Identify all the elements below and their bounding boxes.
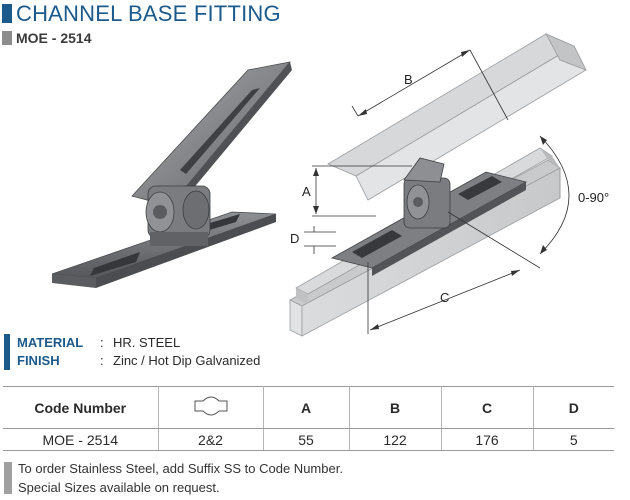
material-colon: :	[100, 335, 104, 350]
material-value: HR. STEEL	[113, 335, 181, 350]
header-c: C	[441, 386, 534, 429]
material-label: MATERIAL	[17, 335, 84, 350]
cell-c: 176	[441, 428, 534, 451]
page-title: CHANNEL BASE FITTING	[16, 1, 281, 26]
note-special-sizes: Special Sizes available on request.	[18, 480, 220, 495]
header-slot-icon	[158, 386, 264, 429]
header-a: A	[263, 386, 350, 429]
table-row: MOE - 2514 2&2 55 122 176 5	[3, 428, 614, 451]
finish-accent-bar	[4, 352, 10, 370]
dim-b-label: B	[404, 72, 413, 87]
dim-d-label: D	[290, 231, 299, 246]
header-code-number: Code Number	[3, 386, 159, 429]
dim-a-label: A	[302, 184, 311, 199]
header-b: B	[349, 386, 442, 429]
fitting-render	[51, 61, 292, 288]
product-code: MOE - 2514	[16, 30, 92, 46]
cell-b: 122	[349, 428, 442, 451]
header-d: D	[533, 386, 614, 429]
title-accent-bar	[2, 4, 12, 23]
material-accent-bar	[4, 334, 10, 352]
cell-d: 5	[533, 428, 614, 451]
cell-slot: 2&2	[158, 428, 264, 451]
angle-label: 0-90°	[578, 190, 609, 205]
finish-value: Zinc / Hot Dip Galvanized	[113, 353, 261, 368]
dimension-table: Code Number A B C D MOE - 2514 2&2 55 12…	[3, 386, 614, 451]
note-stainless: To order Stainless Steel, add Suffix SS …	[18, 461, 343, 476]
product-illustration: B A D C 0-90°	[51, 33, 609, 337]
finish-colon: :	[100, 353, 104, 368]
installation-diagram: B A D C 0-90°	[289, 33, 609, 337]
note-accent-bar	[4, 462, 12, 494]
subtitle-accent-bar	[2, 31, 12, 45]
table-header-row: Code Number A B C D	[3, 386, 614, 429]
slot-shape-icon	[194, 395, 227, 416]
cell-a: 55	[263, 428, 350, 451]
finish-label: FINISH	[17, 353, 60, 368]
cell-code: MOE - 2514	[3, 428, 159, 451]
dim-c-label: C	[440, 290, 449, 305]
